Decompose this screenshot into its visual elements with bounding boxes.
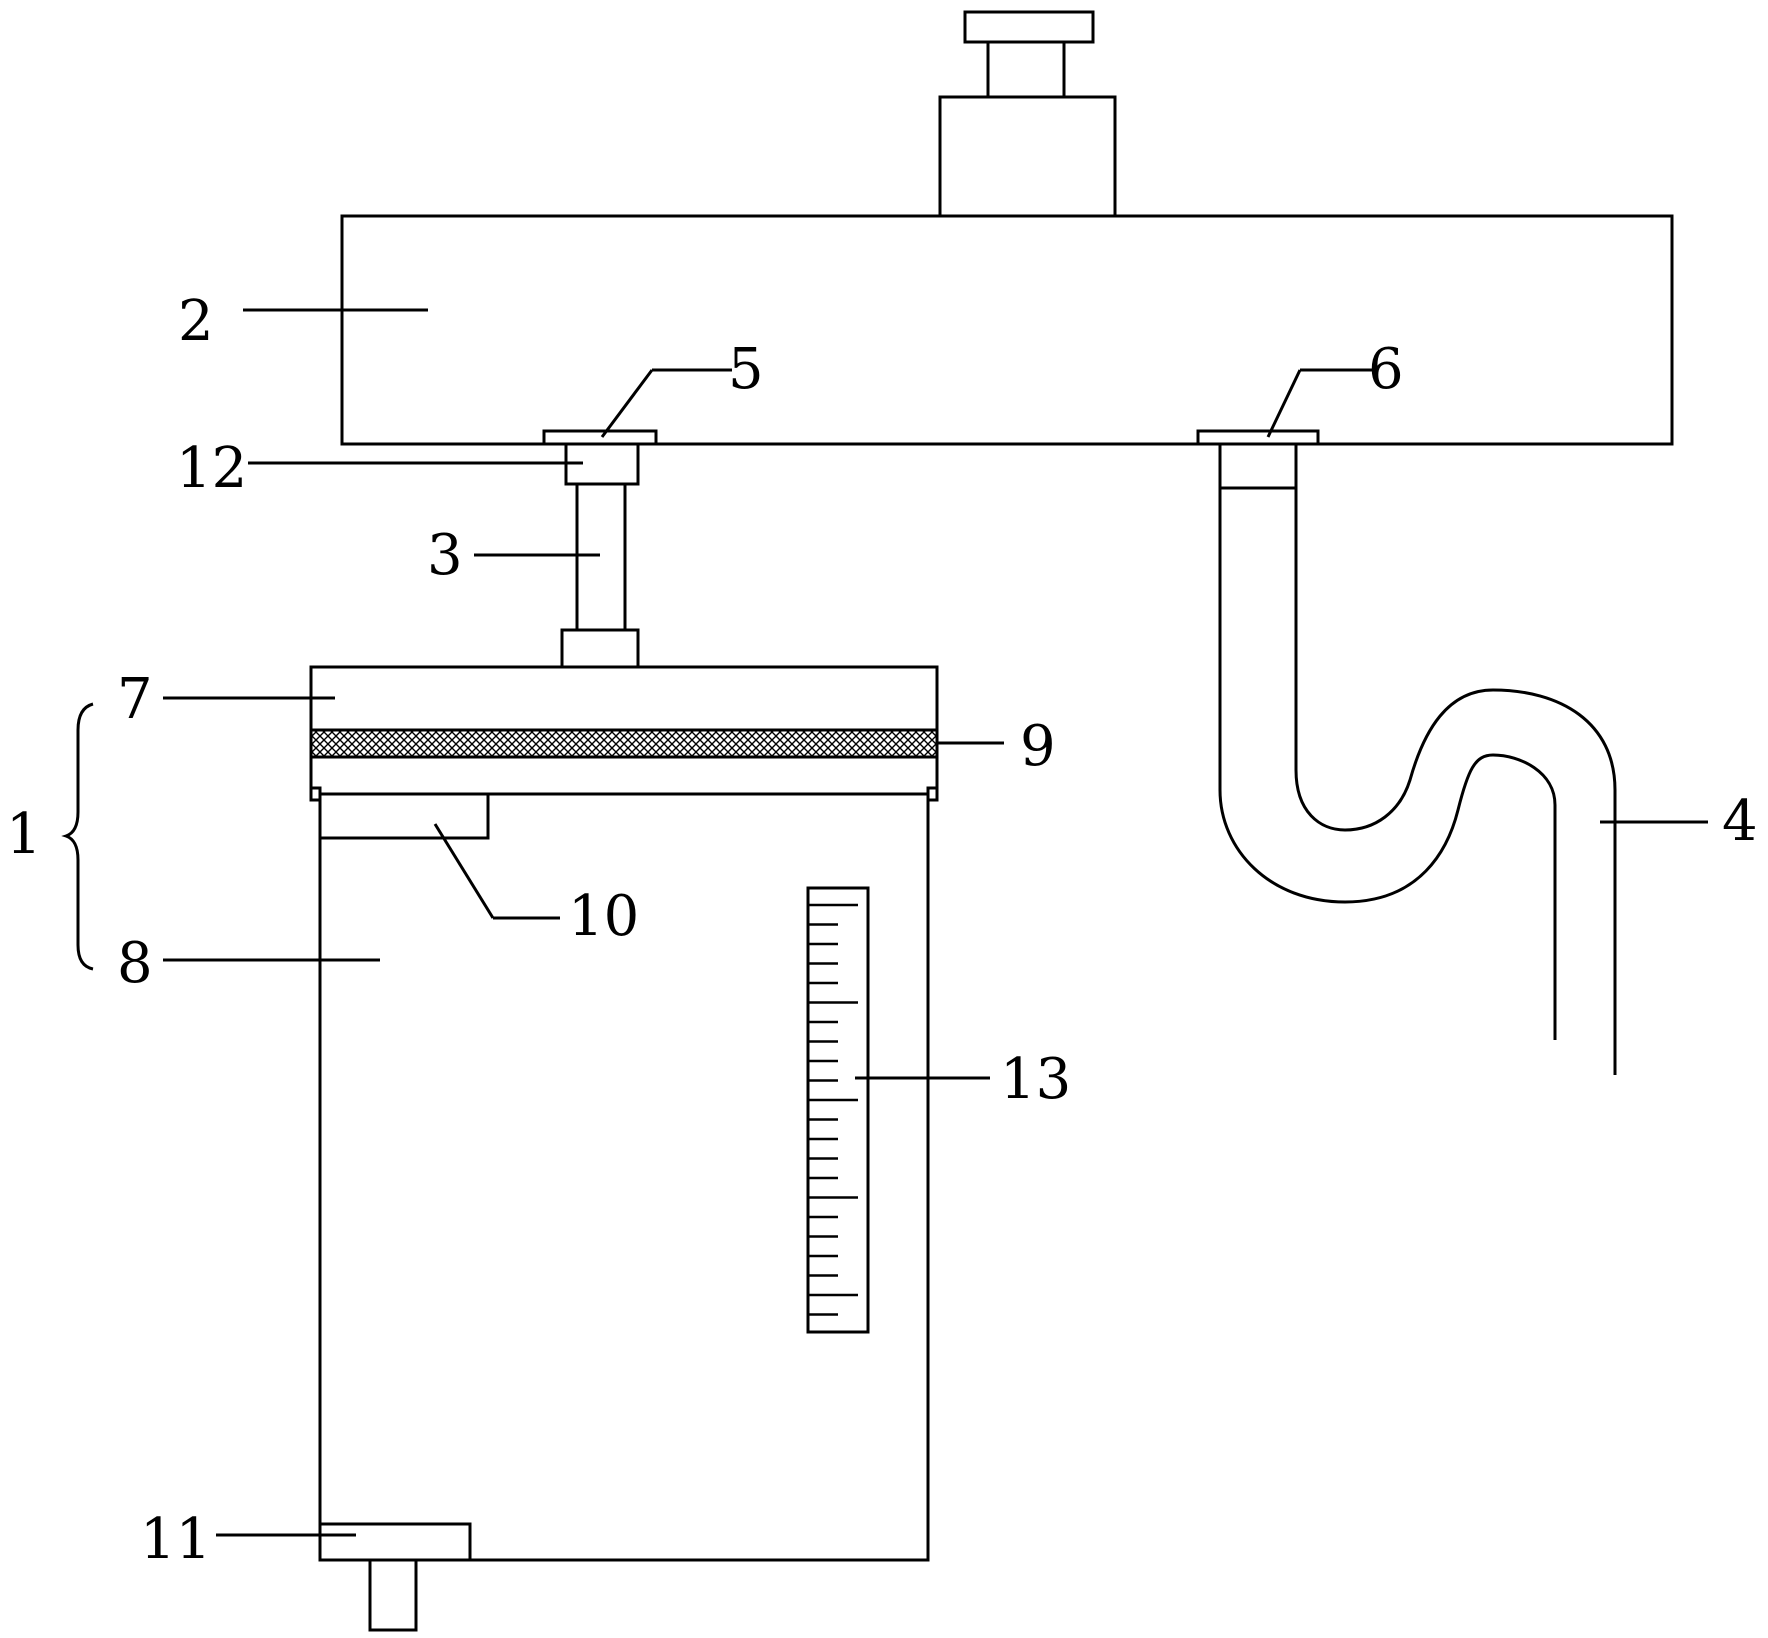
- label-10: 10: [568, 884, 639, 949]
- rim-notch-right: [926, 786, 939, 802]
- block-10: [318, 792, 490, 840]
- top-knob: [938, 10, 1117, 218]
- label-3: 3: [427, 523, 463, 588]
- label-9: 9: [1020, 714, 1056, 779]
- rod-base: [560, 628, 640, 669]
- outlet-spout: [368, 1558, 418, 1632]
- flange-5: [542, 429, 658, 446]
- rod-3: [575, 482, 627, 632]
- lid-7: [309, 665, 939, 732]
- label-8: 8: [117, 931, 153, 996]
- bracket-1: [61, 702, 94, 971]
- leader-lines: [163, 308, 1708, 1537]
- label-7: 7: [117, 667, 153, 732]
- main-housing: [340, 214, 1674, 446]
- label-4: 4: [1722, 789, 1758, 854]
- label-5: 5: [728, 337, 764, 402]
- label-11: 11: [140, 1507, 211, 1572]
- scale-ticks: [808, 903, 858, 1316]
- flange-6: [1196, 429, 1320, 446]
- label-1: 1: [6, 802, 42, 867]
- scale-13: [806, 886, 870, 1334]
- lid-bottom-band: [309, 755, 939, 800]
- outlet-block-11: [318, 1522, 472, 1562]
- pipe-4: [1218, 442, 1617, 1075]
- label-2: 2: [178, 289, 214, 354]
- filter-layer-9: [309, 728, 939, 759]
- label-13: 13: [1000, 1047, 1071, 1112]
- label-12: 12: [176, 436, 247, 501]
- label-6: 6: [1368, 337, 1404, 402]
